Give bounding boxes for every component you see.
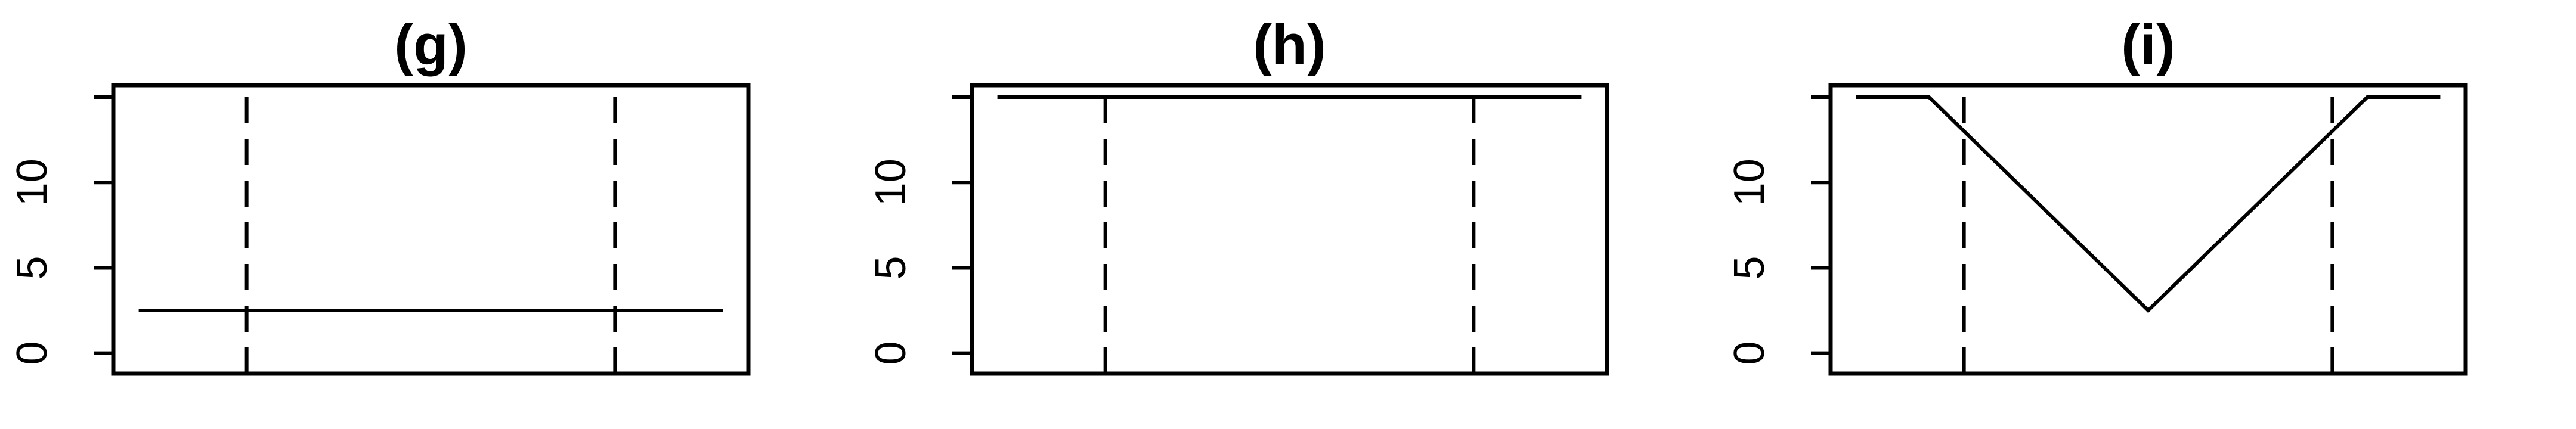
plot-frame [111,83,751,376]
y-tick-label: 0 [1726,341,1773,365]
chart-h: (h) 0 5 10 [867,13,1609,376]
panel-g: (g) 0 5 10 [0,0,859,429]
y-tick-label: 5 [867,256,915,279]
chart-title: (h) [1253,13,1326,77]
plot-frame [970,83,1609,376]
chart-g: (g) 0 5 10 [8,13,751,376]
chart-title: (i) [2121,13,2175,77]
panel-h: (h) 0 5 10 [859,0,1717,429]
y-tick-label: 5 [1726,256,1773,279]
y-tick-label: 5 [8,256,56,279]
chart-title: (g) [394,13,467,77]
y-tick-label: 10 [867,158,915,206]
panel-i: (i) 0 5 10 [1717,0,2576,429]
plot-frame [1828,83,2468,376]
y-tick-label: 0 [867,341,915,365]
series-line [1856,95,2441,313]
chart-i: (i) 0 5 10 [1726,13,2468,376]
y-tick-label: 0 [8,341,56,365]
y-tick-label: 10 [1726,158,1773,206]
y-tick-label: 10 [8,158,56,206]
